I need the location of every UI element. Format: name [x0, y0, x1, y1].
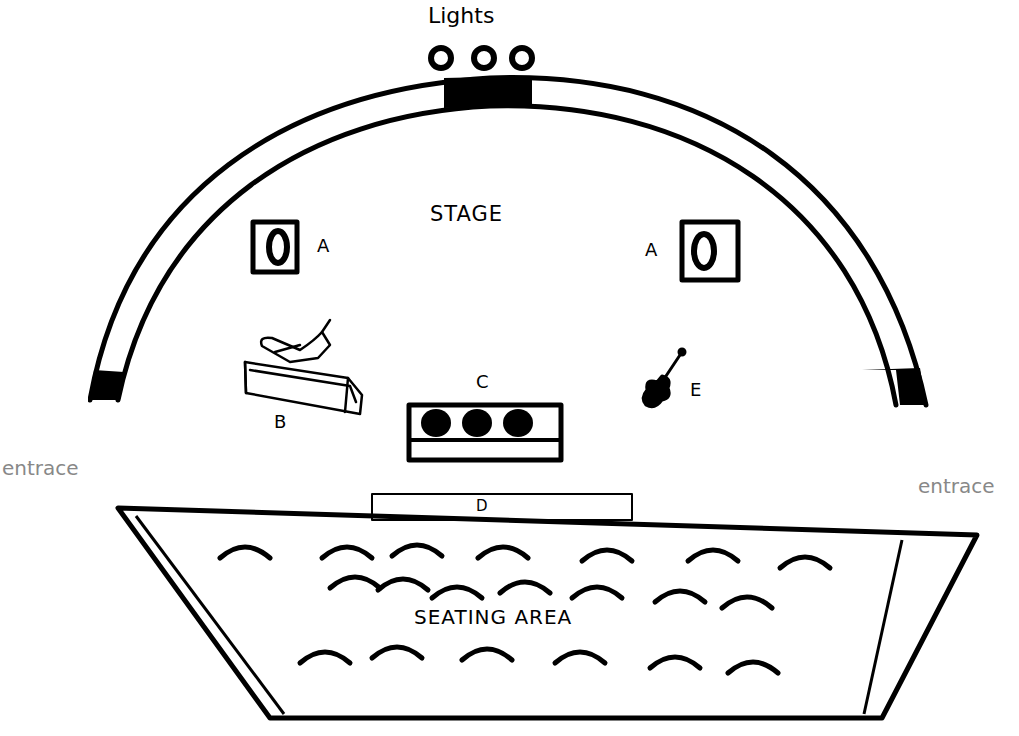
light [431, 48, 451, 68]
light [512, 48, 532, 68]
callout-letter: C [476, 372, 489, 392]
outline [88, 70, 930, 410]
callout-letter: A [645, 240, 657, 260]
callout-letter: E [690, 380, 701, 400]
speaker-cone [694, 234, 714, 268]
callout-letter: B [274, 412, 286, 432]
light [474, 48, 494, 68]
callout-letter: D [476, 498, 488, 515]
lights-label: Lights [428, 4, 494, 28]
area-title: SEATING AREA [414, 606, 572, 628]
speaker-cone [269, 231, 287, 263]
violin-drawing [643, 349, 685, 407]
callout-letter: A [317, 236, 329, 256]
stage-area: STAGE [88, 70, 930, 410]
seat-rows [220, 545, 830, 673]
entrance-label: entrace [2, 457, 79, 479]
entrance-label: entrace [918, 475, 995, 497]
area-title: STAGE [430, 203, 503, 226]
speaker-box [682, 222, 738, 280]
seating-area: SEATING AREA [112, 500, 982, 726]
speaker-box [253, 222, 297, 272]
piano-drawing [245, 320, 362, 414]
drum-riser [409, 405, 561, 460]
